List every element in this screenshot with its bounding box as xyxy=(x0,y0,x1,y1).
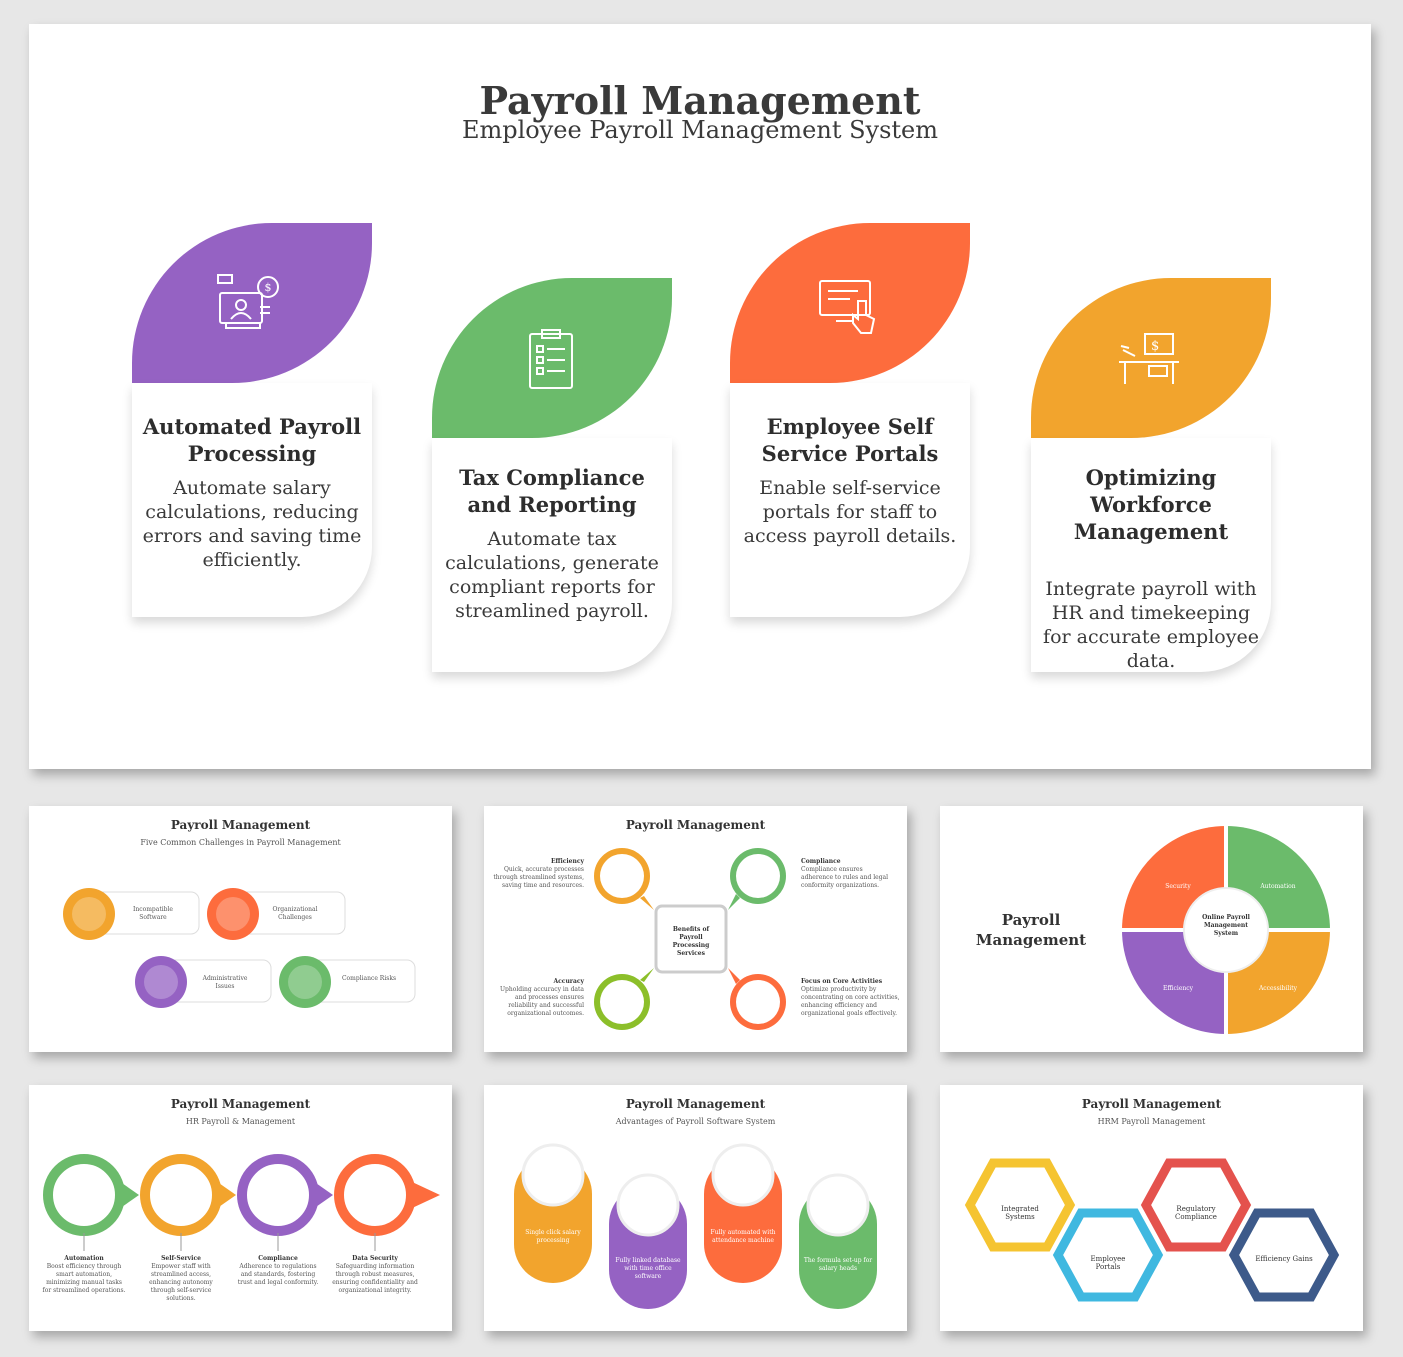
card-body xyxy=(132,383,372,617)
clipboard-checklist-icon xyxy=(529,329,573,389)
thumbnail-hrm[interactable]: Payroll Management HRM Payroll Managemen… xyxy=(940,1085,1363,1331)
svg-text:$: $ xyxy=(265,281,272,294)
thumb-title: Payroll Management xyxy=(170,818,311,832)
touch-screen-icon xyxy=(819,280,876,334)
hr-process-diagram xyxy=(43,1154,440,1251)
advantage-text: Fully linked database with time office s… xyxy=(615,1257,681,1280)
challenge-label: Administrative Issues xyxy=(202,975,248,990)
hrm-label: Regulatory Compliance xyxy=(1175,1205,1217,1221)
card-body xyxy=(730,383,970,617)
thumb-title: Payroll Management xyxy=(170,1097,311,1111)
benefits-center-label: Benefits of Payroll Processing Services xyxy=(672,926,710,957)
challenge-item-1 xyxy=(63,888,200,940)
card-title: Tax Compliance and Reporting xyxy=(459,465,645,517)
hrm-hexagon-diagram xyxy=(964,1158,1340,1302)
card-description: Automate tax calculations, generate comp… xyxy=(445,528,659,622)
thumbnail-challenges[interactable]: Payroll Management Five Common Challenge… xyxy=(29,806,452,1052)
wheel-label-accessibility: Accessibility xyxy=(1258,985,1298,992)
challenge-item-4 xyxy=(279,956,416,1008)
thumb-title: Payroll Management xyxy=(1081,1097,1222,1111)
card-body xyxy=(432,438,672,672)
wheel-label-security: Security xyxy=(1165,883,1191,890)
card-description: Enable self-service portals for staff to… xyxy=(743,477,957,547)
hrm-label: Integrated Systems xyxy=(1001,1205,1039,1221)
card-title: Optimizing Workforce Management xyxy=(1073,465,1229,544)
main-slide[interactable]: Payroll Management Employee Payroll Mana… xyxy=(29,24,1371,769)
wheel-diagram xyxy=(1122,826,1330,1034)
hrm-label: Efficiency Gains xyxy=(1255,1255,1313,1263)
thumb-subtitle: HR Payroll & Management xyxy=(185,1117,296,1126)
wheel-label-efficiency: Efficiency xyxy=(1162,985,1193,992)
card-description: Automate salary calculations, reducing e… xyxy=(142,477,362,571)
challenges-diagram xyxy=(63,888,416,1008)
advantage-text: The formula set-up for salary heads xyxy=(803,1257,873,1272)
slide-subtitle: Employee Payroll Management System xyxy=(461,116,939,144)
challenge-item-2 xyxy=(207,888,346,940)
card-title: Automated Payroll Processing xyxy=(142,414,362,466)
thumbnail-advantages[interactable]: Payroll Management Advantages of Payroll… xyxy=(484,1085,907,1331)
card-description: Integrate payroll with HR and timekeepin… xyxy=(1043,578,1259,672)
thumb-title: Payroll Management xyxy=(625,1097,766,1111)
thumb-subtitle: Advantages of Payroll Software System xyxy=(615,1117,776,1126)
thumbnail-benefits[interactable]: Payroll Management Benefits of Payroll P… xyxy=(484,806,907,1052)
wheel-title: Payroll Management xyxy=(975,911,1087,949)
thumb-subtitle: HRM Payroll Management xyxy=(1097,1117,1206,1126)
benefits-diagram xyxy=(594,848,786,1030)
challenge-label: Compliance Risks xyxy=(341,975,397,982)
card-body xyxy=(1031,438,1271,672)
advantage-text: Single click salary processing xyxy=(525,1229,581,1244)
advantages-diagram xyxy=(514,1143,877,1309)
thumb-subtitle: Five Common Challenges in Payroll Manage… xyxy=(140,838,341,847)
desk-workstation-icon: $ xyxy=(1119,333,1179,384)
challenge-label: Organizational Challenges xyxy=(272,906,318,921)
advantage-text: Fully automated with attendance machine xyxy=(710,1229,776,1244)
challenge-item-3 xyxy=(135,956,272,1008)
thumb-title: Payroll Management xyxy=(625,818,766,832)
slide-title: Payroll Management xyxy=(479,78,921,123)
thumbnail-hr[interactable]: Payroll Management HR Payroll & Manageme… xyxy=(29,1085,452,1331)
card-title: Employee Self Service Portals xyxy=(761,414,939,466)
hrm-label: Employee Portals xyxy=(1090,1255,1126,1271)
svg-text:$: $ xyxy=(1151,339,1159,354)
thumbnail-wheel[interactable]: Payroll Management Online Payroll Manage… xyxy=(940,806,1363,1052)
payroll-computer-icon: $ xyxy=(217,274,279,329)
wheel-label-automation: Automation xyxy=(1260,883,1296,890)
wheel-center-label: Online Payroll Management System xyxy=(1202,914,1250,937)
challenge-label: Incompatible Software xyxy=(133,906,173,921)
